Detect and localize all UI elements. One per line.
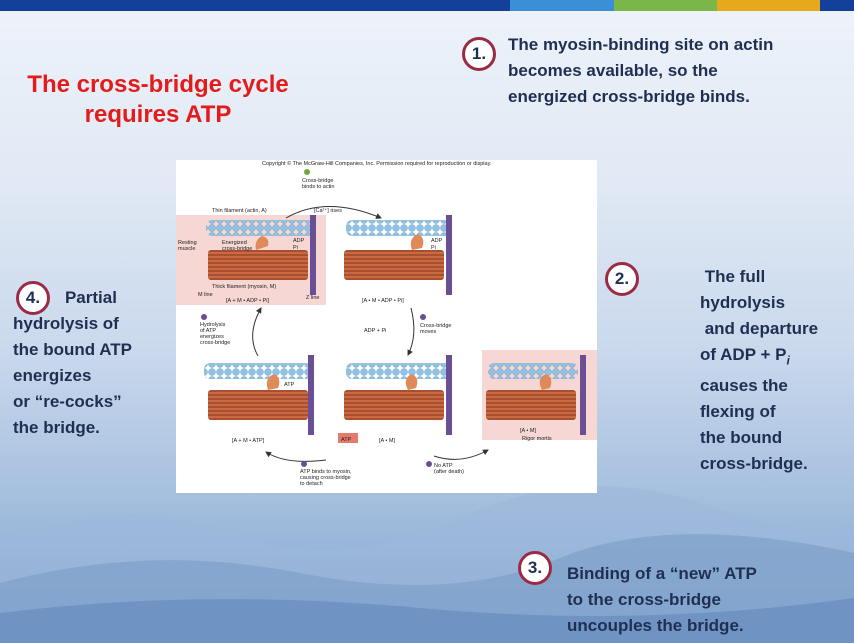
step-4-line-1: Partial bbox=[64, 288, 117, 307]
step-2-subscript: i bbox=[786, 353, 790, 368]
state-left-top: [A + M • ADP • Pi] bbox=[226, 298, 270, 304]
step-1-dot bbox=[304, 169, 310, 175]
step-2-line-4: of ADP + P bbox=[700, 345, 787, 364]
fig-step2-label-2: moves bbox=[420, 329, 436, 335]
atp-box-label: ATP bbox=[341, 437, 352, 443]
step-2-line-2: hydrolysis bbox=[700, 293, 786, 312]
step-4-line-3: the bound ATP bbox=[13, 340, 132, 359]
step-2-line-1: The full bbox=[700, 267, 766, 286]
title-line-2: requires ATP bbox=[84, 101, 232, 128]
step-2-line-8: cross-bridge. bbox=[700, 454, 808, 474]
fig-step1-label-1: Cross-bridge bbox=[302, 178, 333, 184]
step-4-line-6: the bridge. bbox=[13, 418, 100, 437]
state-right-top: [A • M • ADP • Pi] bbox=[362, 298, 404, 304]
svg-text:causing cross-bridge: causing cross-bridge bbox=[300, 475, 351, 481]
arrow-step2 bbox=[407, 307, 415, 356]
adp-label-2: ADP bbox=[431, 238, 443, 244]
cycle-diagram: Copyright © The McGraw-Hill Companies, I… bbox=[176, 160, 597, 487]
atp-box bbox=[338, 433, 358, 443]
svg-text:muscle: muscle bbox=[178, 246, 195, 252]
top-color-bar bbox=[0, 0, 854, 11]
step-2-line-3: and departure bbox=[700, 319, 819, 338]
svg-text:of ATP: of ATP bbox=[200, 328, 216, 334]
fig-step1-label-2: binds to actin bbox=[302, 184, 334, 190]
step-4-line-2: hydrolysis of bbox=[13, 314, 119, 333]
step-4-line-5: or “re-cocks” bbox=[13, 392, 122, 411]
atp-label-bl: ATP bbox=[284, 382, 295, 388]
thin-filament-label: Thin filament (actin, A) bbox=[212, 208, 267, 214]
step-2-text: The full hydrolysis and departure of ADP… bbox=[700, 264, 818, 477]
step-4-dot bbox=[201, 314, 207, 320]
svg-text:energizes: energizes bbox=[200, 334, 224, 340]
svg-text:cross-bridge: cross-bridge bbox=[222, 246, 252, 252]
ca-rises-label: [Ca²⁺] rises bbox=[314, 207, 342, 214]
state-am-rigor: [A • M] bbox=[520, 428, 536, 434]
step-2-dot bbox=[420, 314, 426, 320]
title-line-1: The cross-bridge cycle bbox=[27, 71, 289, 98]
panel-rigor: [A • M] Rigor mortis bbox=[486, 355, 586, 442]
z-line-label: Z line bbox=[306, 295, 319, 301]
step-4-text: Partial hydrolysis of the bound ATP ener… bbox=[13, 285, 132, 441]
state-amatp: [A + M • ATP] bbox=[232, 438, 265, 444]
copyright-text: Copyright © The McGraw-Hill Companies, I… bbox=[262, 160, 492, 167]
panel-top-right: ADP Pi [A • M • ADP • Pi] bbox=[344, 215, 452, 304]
step-2-badge: 2. bbox=[605, 262, 639, 296]
arrow-no-atp bbox=[433, 449, 489, 460]
adp-label-1: ADP bbox=[293, 238, 305, 244]
cross-bridge-cycle-figure: Copyright © The McGraw-Hill Companies, I… bbox=[176, 160, 597, 493]
adp-pi-label: ADP + Pi bbox=[364, 328, 386, 334]
step-2-line-5: causes the bbox=[700, 376, 788, 396]
mountain-background bbox=[0, 486, 854, 643]
m-line-label: M line bbox=[198, 292, 213, 298]
svg-text:to detach: to detach bbox=[300, 481, 323, 487]
step-4-badge: 4. bbox=[16, 281, 50, 315]
pi-label-2: Pi bbox=[431, 245, 436, 251]
fig-step2-label-1: Cross-bridge bbox=[420, 323, 451, 329]
slide-title: The cross-bridge cycle requires ATP bbox=[8, 70, 308, 130]
fig-step4-label-1: Hydrolysis bbox=[200, 322, 226, 328]
thick-filament-label: Thick filament (myosin, M) bbox=[212, 284, 276, 290]
step-2-line-7: the bound bbox=[700, 428, 783, 448]
step-3-badge: 3. bbox=[518, 551, 552, 585]
step-1-text: The myosin-binding site on actin becomes… bbox=[508, 35, 774, 106]
panel-bottom-left: ATP [A + M • ATP] bbox=[204, 355, 314, 444]
step-2-line-6: flexing of bbox=[700, 402, 776, 422]
pi-label-1: Pi bbox=[293, 245, 298, 251]
step-3-dot bbox=[301, 461, 307, 467]
step-3-text: Binding of a “new” ATP to the cross-brid… bbox=[567, 564, 757, 635]
no-atp-dot bbox=[426, 461, 432, 467]
no-atp-label-1: No ATP bbox=[434, 463, 453, 469]
svg-text:(after death): (after death) bbox=[434, 469, 464, 475]
step-1-badge: 1. bbox=[462, 37, 496, 71]
step-4-line-4: energizes bbox=[13, 366, 92, 385]
arrow-step4 bbox=[252, 307, 262, 357]
arrow-step1 bbox=[285, 206, 382, 219]
rigor-mortis-label: Rigor mortis bbox=[522, 436, 552, 442]
energized-label: Energized bbox=[222, 240, 247, 246]
panel-top-left: Resting muscle Energized cross-bridge AD… bbox=[178, 215, 319, 304]
state-am: [A • M] bbox=[379, 438, 395, 444]
resting-muscle-label: Resting bbox=[178, 240, 197, 246]
fig-step3-label-1: ATP binds to myosin, bbox=[300, 469, 352, 475]
svg-text:cross-bridge: cross-bridge bbox=[200, 340, 230, 346]
arrow-step3 bbox=[265, 451, 327, 462]
panel-bottom-middle: [A • M] bbox=[344, 355, 452, 444]
